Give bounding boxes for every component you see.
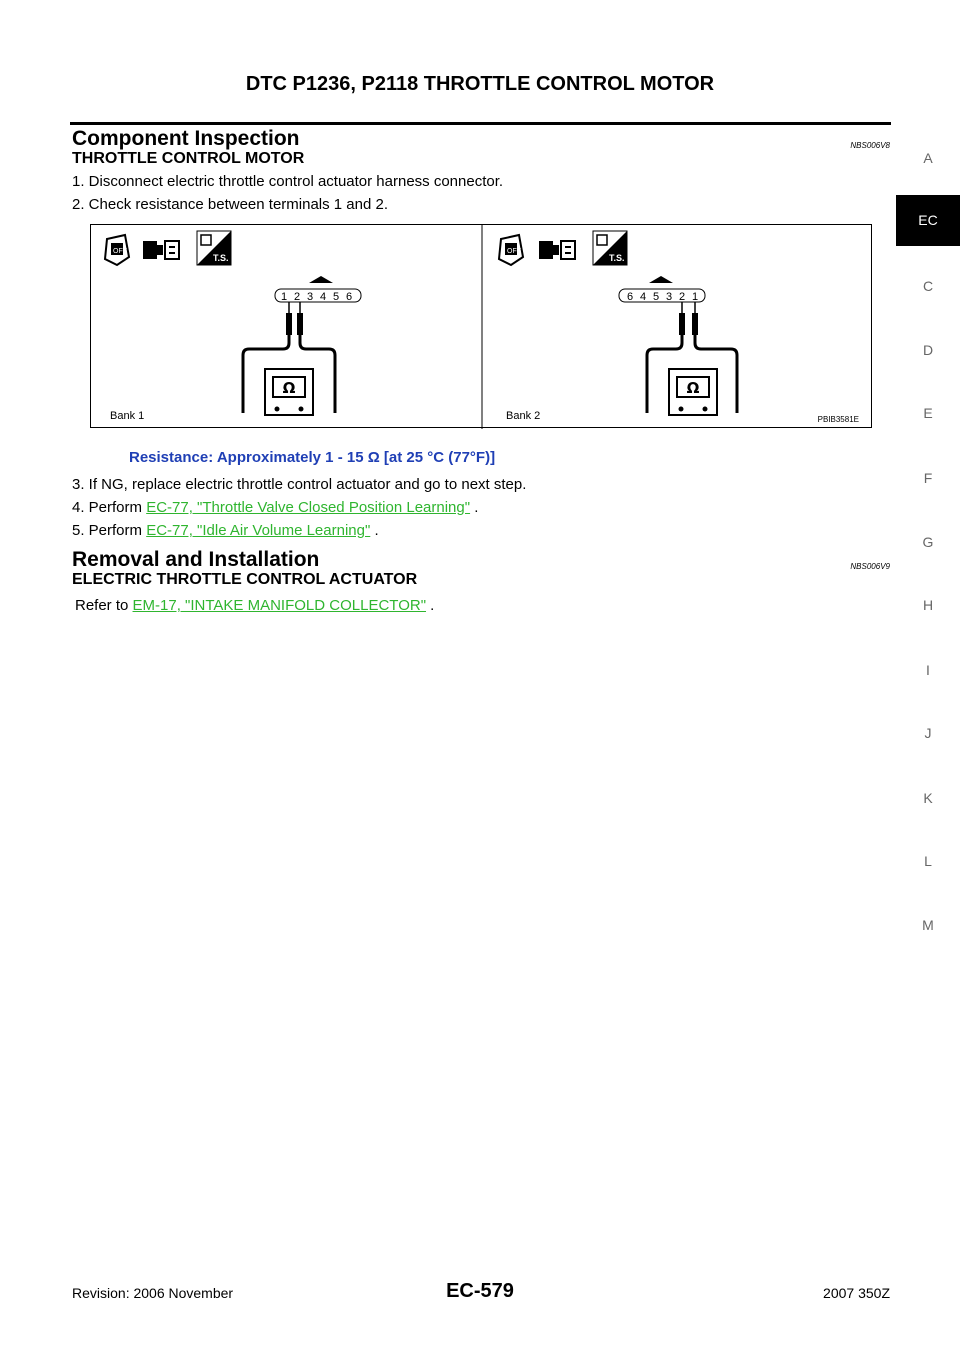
section-title-component-inspection: Component Inspection — [72, 127, 300, 150]
resistance-figure: OFF T.S. 1 2 3 4 5 6 — [90, 224, 872, 429]
step-4-text: 4. Perform — [72, 499, 147, 516]
subsection-title: ELECTRIC THROTTLE CONTROL ACTUATOR — [72, 571, 418, 588]
probe — [692, 313, 698, 335]
footer-revision: Revision: 2006 November — [72, 1285, 234, 1301]
svg-text:T.S.: T.S. — [609, 253, 625, 263]
side-nav-f[interactable]: F — [923, 470, 933, 486]
terminal-label: 6 — [627, 291, 633, 303]
terminal-label: 3 — [666, 291, 672, 303]
side-nav-j[interactable]: J — [924, 725, 932, 741]
connector-bank-1 — [274, 276, 362, 303]
side-nav-a[interactable]: A — [923, 150, 933, 166]
step-4-suffix: . — [470, 499, 479, 516]
refer-suffix: . — [426, 597, 435, 614]
tester-ts-icon: T.S. — [592, 230, 628, 266]
terminal-label: 4 — [320, 291, 326, 303]
side-nav-g[interactable]: G — [922, 534, 934, 550]
section-code: NBS006V8 — [850, 141, 890, 150]
terminal-label: 2 — [679, 291, 685, 303]
figure-code: PBIB3581E — [817, 415, 859, 424]
side-nav-e[interactable]: E — [923, 405, 933, 421]
ignition-off-icon: OFF — [103, 233, 131, 267]
side-nav-h[interactable]: H — [922, 597, 934, 613]
side-nav-ec-active[interactable]: EC — [896, 195, 960, 246]
title-rule — [70, 122, 891, 125]
tester-ts-icon: T.S. — [196, 230, 232, 266]
step-5: 5. Perform EC-77, "Idle Air Volume Learn… — [72, 522, 379, 539]
footer-model: 2007 350Z — [823, 1285, 890, 1301]
link-intake-manifold-collector[interactable]: EM-17, "INTAKE MANIFOLD COLLECTOR" — [132, 597, 427, 614]
terminal-label: 1 — [281, 291, 287, 303]
bank-2-label: Bank 2 — [506, 410, 541, 422]
terminal-label: 4 — [640, 291, 646, 303]
link-throttle-valve-learning[interactable]: EC-77, "Throttle Valve Closed Position L… — [146, 499, 471, 516]
terminal-label: 3 — [307, 291, 313, 303]
page-title: DTC P1236, P2118 THROTTLE CONTROL MOTOR — [245, 73, 715, 95]
terminal-label: 1 — [692, 291, 698, 303]
probe — [679, 313, 685, 335]
step-4: 4. Perform EC-77, "Throttle Valve Closed… — [72, 499, 478, 516]
omega-symbol: Ω — [283, 379, 296, 397]
side-nav-k[interactable]: K — [923, 790, 933, 806]
terminal-label: 2 — [294, 291, 300, 303]
link-idle-air-volume-learning[interactable]: EC-77, "Idle Air Volume Learning" — [146, 522, 371, 539]
refer-text: Refer to — [75, 597, 133, 614]
lead-wire — [645, 335, 684, 413]
lead-wire — [693, 335, 739, 413]
svg-text:OFF: OFF — [507, 248, 521, 255]
step-2: 2. Check resistance between terminals 1 … — [72, 196, 389, 213]
probe — [297, 313, 303, 335]
side-nav-c[interactable]: C — [922, 278, 934, 294]
omega-symbol: Ω — [687, 379, 700, 397]
step-3: 3. If NG, replace electric throttle cont… — [72, 476, 527, 493]
step-5-text: 5. Perform — [72, 522, 147, 539]
step-5-suffix: . — [370, 522, 379, 539]
terminal-label: 5 — [333, 291, 339, 303]
terminal-label: 6 — [346, 291, 352, 303]
terminal-label: 5 — [653, 291, 659, 303]
svg-text:OFF: OFF — [113, 248, 127, 255]
connector-bank-2 — [618, 276, 706, 303]
footer-page-number: EC-579 — [446, 1280, 514, 1302]
side-nav-i[interactable]: I — [926, 662, 930, 678]
svg-text:T.S.: T.S. — [213, 253, 229, 263]
connector-disconnect-icon — [143, 240, 180, 260]
lead-wire — [241, 335, 291, 413]
side-nav-d[interactable]: D — [922, 342, 934, 358]
bank-1-label: Bank 1 — [110, 410, 145, 422]
refer-line: Refer to EM-17, "INTAKE MANIFOLD COLLECT… — [75, 597, 434, 614]
ignition-off-icon: OFF — [497, 233, 525, 267]
connector-disconnect-icon — [539, 240, 576, 260]
section-title-removal-installation: Removal and Installation — [72, 548, 320, 571]
step-1: 1. Disconnect electric throttle control … — [72, 173, 504, 190]
probe — [286, 313, 292, 335]
subsection-title: THROTTLE CONTROL MOTOR — [72, 150, 305, 167]
side-nav-m[interactable]: M — [922, 917, 934, 933]
section-code: NBS006V9 — [850, 562, 890, 571]
lead-wire — [298, 335, 337, 413]
resistance-spec: Resistance: Approximately 1 - 15 Ω [at 2… — [129, 449, 496, 466]
side-nav-l[interactable]: L — [924, 853, 932, 869]
